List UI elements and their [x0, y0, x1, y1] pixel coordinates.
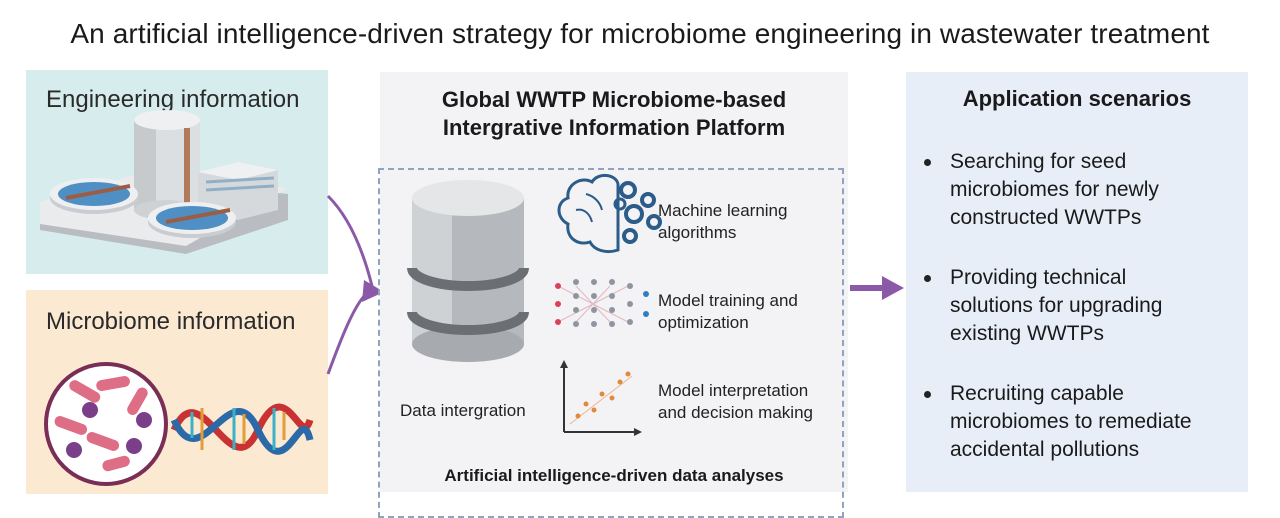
database-icon: [407, 180, 529, 362]
diagram-title: An artificial intelligence-driven strate…: [70, 18, 1210, 49]
data-integration-label: Data intergration: [400, 401, 526, 420]
engineering-panel: Engineering information: [26, 70, 328, 274]
model-interpretation-label: Model interpretation and decision making: [658, 381, 813, 422]
bullet-icon: [924, 391, 931, 398]
wastewater-plant-illustration: [40, 110, 288, 254]
microbiome-label: Microbiome information: [46, 308, 296, 335]
microbiome-illustration: [44, 362, 314, 486]
machine-learning-label: Machine learning algorithms: [658, 201, 788, 242]
microbe-circle-icon: [44, 362, 168, 486]
platform-graphics: [407, 174, 662, 436]
engineering-label: Engineering information: [46, 86, 300, 113]
model-training-label: Model training and optimization: [658, 291, 798, 332]
platform-title: Global WWTP Microbiome-based Intergrativ…: [441, 87, 787, 140]
platform-panel: Global WWTP Microbiome-based Intergrativ…: [378, 72, 848, 518]
dna-helix-icon: [170, 403, 314, 455]
bullet-icon: [924, 275, 931, 282]
neural-network-icon: [555, 279, 649, 327]
arrowhead-to-apps: [882, 276, 904, 300]
analysis-footer: Artificial intelligence-driven data anal…: [444, 466, 784, 485]
application-title: Application scenarios: [962, 86, 1192, 111]
bullet-icon: [924, 159, 931, 166]
brain-gears-icon: [557, 174, 662, 254]
microbiome-panel: Microbiome information: [26, 290, 328, 494]
scatter-plot-icon: [560, 360, 642, 436]
arrow-microbiome-to-platform: [326, 292, 368, 375]
application-panel: Application scenarios Searching for seed…: [906, 72, 1248, 492]
arrow-engineering-to-platform: [326, 194, 374, 287]
arrowhead-to-platform: [362, 280, 384, 302]
